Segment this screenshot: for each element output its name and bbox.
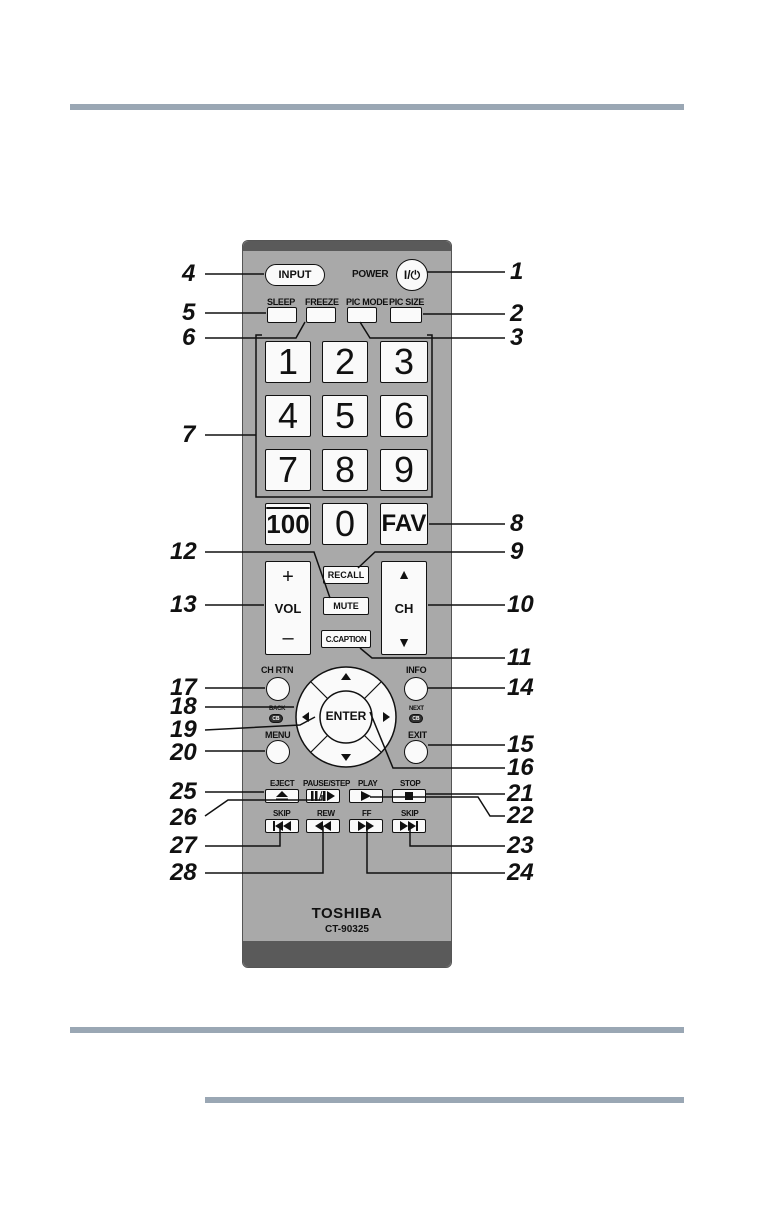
play-label: PLAY bbox=[358, 779, 377, 788]
callout-10: 10 bbox=[507, 593, 534, 617]
callout-9: 9 bbox=[510, 540, 523, 564]
callout-3: 3 bbox=[510, 326, 523, 350]
skip-fwd-button[interactable] bbox=[392, 819, 426, 833]
bottom-rule-short bbox=[205, 1097, 684, 1103]
pause-step-icon bbox=[310, 791, 336, 801]
ff-label: FF bbox=[362, 809, 371, 818]
callout-24: 24 bbox=[507, 861, 534, 885]
callout-4: 4 bbox=[182, 262, 195, 286]
exit-label: EXIT bbox=[408, 730, 427, 740]
callout-23: 23 bbox=[507, 834, 534, 858]
skip-back-label: SKIP bbox=[273, 809, 290, 818]
callout-2: 2 bbox=[510, 302, 523, 326]
play-icon bbox=[360, 791, 372, 801]
model-number: CT-90325 bbox=[243, 924, 451, 935]
skip-fwd-label: SKIP bbox=[401, 809, 418, 818]
callout-28: 28 bbox=[170, 861, 197, 885]
callout-25: 25 bbox=[170, 780, 197, 804]
brand-logo: TOSHIBA bbox=[243, 905, 451, 922]
rew-button[interactable] bbox=[306, 819, 340, 833]
callout-14: 14 bbox=[507, 676, 534, 700]
enter-button[interactable]: ENTER bbox=[320, 709, 372, 723]
stop-icon bbox=[404, 791, 414, 801]
callout-13: 13 bbox=[170, 593, 197, 617]
rew-label: REW bbox=[317, 809, 335, 818]
eject-label: EJECT bbox=[270, 779, 294, 788]
callout-22: 22 bbox=[507, 804, 534, 828]
ff-button[interactable] bbox=[349, 819, 383, 833]
callout-27: 27 bbox=[170, 834, 197, 858]
nav-ring[interactable] bbox=[243, 241, 451, 967]
callout-16: 16 bbox=[507, 756, 534, 780]
callout-20: 20 bbox=[170, 741, 197, 765]
skip-back-icon bbox=[272, 821, 292, 831]
callout-12: 12 bbox=[170, 540, 197, 564]
callout-11: 11 bbox=[507, 646, 532, 670]
callout-8: 8 bbox=[510, 512, 523, 536]
pause-step-button[interactable] bbox=[306, 789, 340, 803]
remote-control: INPUT POWER I/⏻ SLEEP FREEZE PIC MODE PI… bbox=[242, 240, 452, 968]
callout-5: 5 bbox=[182, 301, 195, 325]
exit-button[interactable] bbox=[404, 740, 428, 764]
menu-label: MENU bbox=[265, 730, 290, 740]
stop-button[interactable] bbox=[392, 789, 426, 803]
callout-7: 7 bbox=[182, 423, 195, 447]
skip-back-button[interactable] bbox=[265, 819, 299, 833]
pause-step-label: PAUSE/STEP bbox=[303, 779, 350, 788]
eject-button[interactable] bbox=[265, 789, 299, 803]
skip-forward-icon bbox=[399, 821, 419, 831]
eject-icon bbox=[275, 791, 289, 801]
callout-6: 6 bbox=[182, 326, 195, 350]
bottom-rule bbox=[70, 1027, 684, 1033]
remote-bottom-cap bbox=[243, 941, 451, 967]
stop-label: STOP bbox=[400, 779, 420, 788]
fast-forward-icon bbox=[357, 821, 375, 831]
top-rule bbox=[70, 104, 684, 110]
callout-26: 26 bbox=[170, 806, 197, 830]
play-button[interactable] bbox=[349, 789, 383, 803]
rewind-icon bbox=[314, 821, 332, 831]
callout-1: 1 bbox=[510, 260, 523, 284]
menu-button[interactable] bbox=[266, 740, 290, 764]
